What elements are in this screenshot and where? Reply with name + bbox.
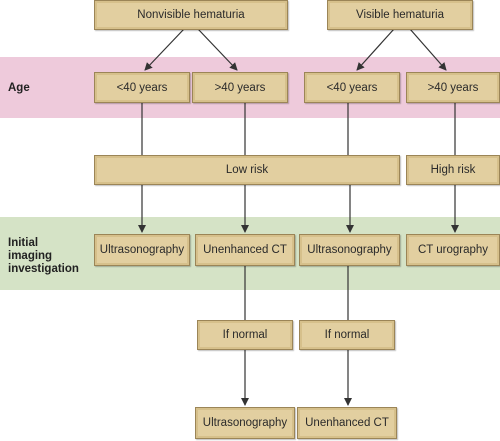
node-visible-gt40: >40 years	[406, 72, 500, 103]
node-nonvisible-lt40: <40 years	[94, 72, 190, 103]
imaging-label-line3: investigation	[8, 263, 79, 275]
arrow-nonvisible-gt40	[197, 28, 238, 71]
arrow-nonvisible-lt40	[144, 28, 185, 71]
arrow-visible-lt40	[356, 28, 395, 71]
node-final-ultrasonography: Ultrasonography	[195, 407, 295, 439]
imaging-label: Initial imaging investigation	[8, 237, 79, 276]
imaging-label-line1: Initial	[8, 237, 39, 249]
node-final-unenhanced-ct: Unenhanced CT	[297, 407, 397, 439]
imaging-label-line2: imaging	[8, 250, 53, 262]
node-imaging-ultrasonography-1: Ultrasonography	[94, 234, 190, 266]
node-visible-lt40: <40 years	[304, 72, 400, 103]
node-nonvisible-hematuria: Nonvisible hematuria	[94, 0, 288, 30]
node-if-normal-1: If normal	[197, 320, 293, 350]
node-low-risk: Low risk	[94, 155, 400, 185]
node-imaging-unenhanced-ct-1: Unenhanced CT	[195, 234, 295, 266]
node-high-risk: High risk	[406, 155, 500, 185]
node-imaging-ultrasonography-2: Ultrasonography	[299, 234, 400, 266]
node-imaging-ct-urography: CT urography	[406, 234, 500, 266]
arrow-visible-gt40	[409, 28, 447, 71]
age-label: Age	[8, 82, 30, 94]
node-visible-hematuria: Visible hematuria	[327, 0, 473, 30]
node-nonvisible-gt40: >40 years	[192, 72, 288, 103]
node-if-normal-2: If normal	[299, 320, 395, 350]
